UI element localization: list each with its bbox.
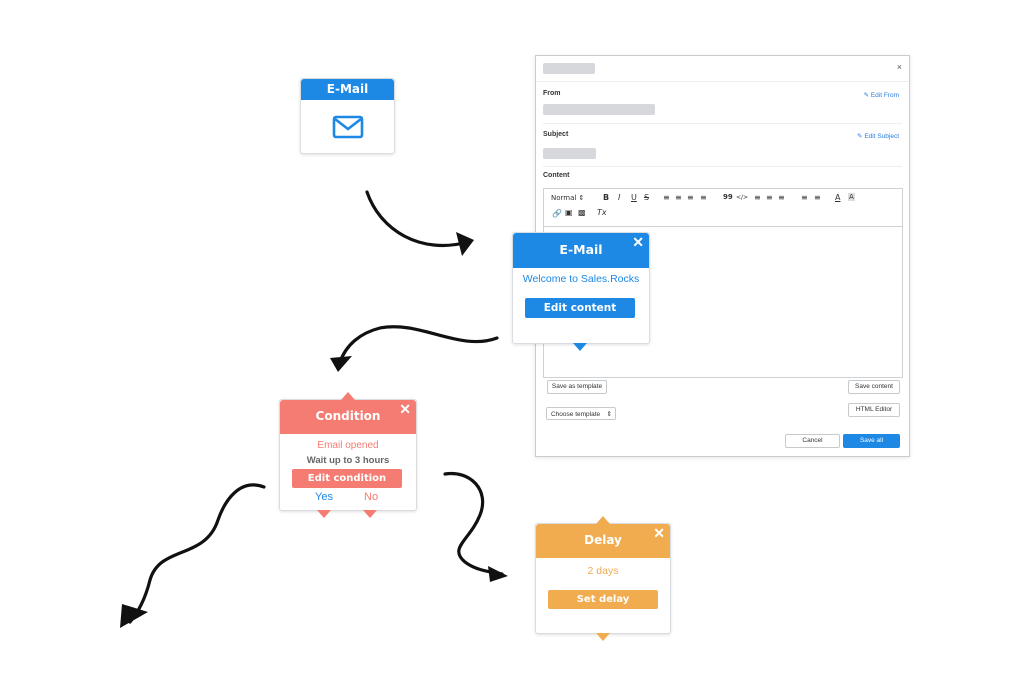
- divider: [543, 123, 902, 124]
- cancel-button[interactable]: Cancel: [785, 434, 840, 448]
- edit-from-link[interactable]: ✎ Edit From: [863, 92, 899, 99]
- envelope-icon: [332, 115, 364, 139]
- format-select[interactable]: Normal ⇕: [551, 194, 585, 202]
- editor-close-button[interactable]: ×: [896, 62, 902, 72]
- editor-title-placeholder: [543, 63, 595, 74]
- strike-button[interactable]: S: [644, 193, 650, 202]
- choose-template-value: Choose template: [551, 411, 601, 418]
- format-select-value: Normal: [551, 194, 577, 202]
- align-justify-icon[interactable]: ≡: [700, 193, 707, 202]
- save-as-template-button[interactable]: Save as template: [547, 380, 607, 394]
- condition-wait: Wait up to 3 hours: [306, 455, 390, 466]
- email-popup-header: E-Mail: [513, 233, 649, 268]
- divider: [543, 166, 902, 167]
- checklist-icon[interactable]: ≡: [778, 193, 785, 202]
- email-node[interactable]: E-Mail: [300, 78, 395, 154]
- arrow-email-to-editor: [365, 190, 470, 248]
- email-popup-title: E-Mail: [559, 242, 603, 257]
- delay-header: Delay: [536, 524, 670, 558]
- select-arrows-icon: ⇕: [606, 411, 612, 418]
- delay-close-button[interactable]: ✕: [653, 525, 665, 541]
- outdent-icon[interactable]: ≡: [801, 193, 808, 202]
- from-value-placeholder: [543, 104, 655, 115]
- align-center-icon[interactable]: ≡: [675, 193, 682, 202]
- email-popup-subject: Welcome to Sales.Rocks: [522, 273, 640, 285]
- align-right-icon[interactable]: ≡: [687, 193, 694, 202]
- edit-from-label: Edit From: [870, 92, 899, 99]
- delay-bottom-pointer: [596, 633, 610, 641]
- condition-title: Condition: [315, 409, 381, 423]
- subject-value-placeholder: [543, 148, 596, 159]
- condition-close-button[interactable]: ✕: [399, 401, 411, 417]
- email-popup-pointer: [573, 343, 587, 351]
- code-button[interactable]: </>: [736, 194, 749, 201]
- italic-button[interactable]: I: [618, 193, 621, 202]
- indent-icon[interactable]: ≡: [814, 193, 821, 202]
- edit-subject-link[interactable]: ✎ Edit Subject: [857, 133, 899, 140]
- divider: [536, 81, 909, 82]
- email-editor-panel: × From ✎ Edit From Subject ✎ Edit Subjec…: [535, 55, 910, 457]
- content-label: Content: [543, 172, 570, 179]
- email-node-header: E-Mail: [301, 79, 394, 100]
- condition-top-pointer: [341, 392, 355, 400]
- image-icon[interactable]: ▣: [565, 208, 573, 217]
- save-content-button[interactable]: Save content: [848, 380, 900, 394]
- condition-node[interactable]: Condition ✕ Email opened Wait up to 3 ho…: [279, 392, 417, 518]
- edit-content-button[interactable]: Edit content: [525, 298, 635, 318]
- set-delay-button[interactable]: Set delay: [548, 590, 658, 609]
- condition-no-label[interactable]: No: [364, 491, 379, 503]
- quote-button[interactable]: 99: [723, 193, 733, 201]
- delay-top-pointer: [596, 516, 610, 524]
- save-all-button[interactable]: Save all: [843, 434, 900, 448]
- condition-event: Email opened: [317, 440, 379, 451]
- background-color-button[interactable]: A: [848, 193, 855, 201]
- delay-value: 2 days: [587, 565, 619, 577]
- align-left-icon[interactable]: ≡: [663, 193, 670, 202]
- condition-no-pointer: [363, 510, 377, 518]
- arrow-popup-to-condition: [338, 325, 499, 364]
- editor-toolbar: Normal ⇕ B I U S ≡ ≡ ≡ ≡ 99 </> ≡ ≡ ≡ ≡ …: [544, 189, 902, 227]
- from-label: From: [543, 90, 561, 97]
- arrow-condition-yes: [128, 483, 266, 624]
- delay-title: Delay: [584, 533, 622, 547]
- clear-format-button[interactable]: Tx: [597, 208, 607, 217]
- video-icon[interactable]: ▩: [578, 208, 586, 217]
- email-node-title: E-Mail: [326, 82, 369, 96]
- delay-node[interactable]: Delay ✕ 2 days Set delay: [535, 516, 671, 641]
- condition-yes-pointer: [317, 510, 331, 518]
- choose-template-select[interactable]: Choose template ⇕: [546, 407, 616, 420]
- bold-button[interactable]: B: [603, 193, 610, 202]
- condition-header: Condition: [280, 400, 416, 434]
- html-editor-button[interactable]: HTML Editor: [848, 403, 900, 417]
- text-color-button[interactable]: A: [835, 193, 841, 202]
- edit-subject-label: Edit Subject: [864, 133, 899, 140]
- email-popup-close-button[interactable]: ✕: [632, 234, 644, 250]
- condition-yes-label[interactable]: Yes: [315, 491, 333, 503]
- underline-button[interactable]: U: [631, 193, 637, 202]
- email-popup[interactable]: E-Mail ✕ Welcome to Sales.Rocks Edit con…: [512, 232, 650, 351]
- edit-condition-button[interactable]: Edit condition: [292, 469, 402, 488]
- link-icon[interactable]: 🔗: [552, 209, 562, 218]
- bullet-list-icon[interactable]: ≡: [766, 193, 773, 202]
- arrow-condition-no: [443, 471, 504, 576]
- subject-label: Subject: [543, 131, 569, 138]
- ordered-list-icon[interactable]: ≡: [754, 193, 761, 202]
